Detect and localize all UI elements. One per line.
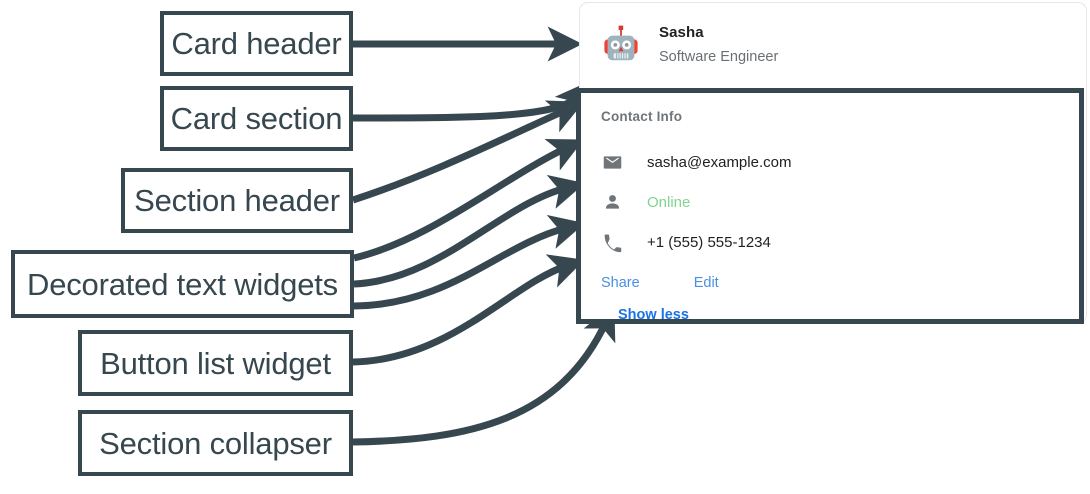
arrow-button-list [352,254,585,366]
card-header-subtitle: Software Engineer [659,48,779,65]
phone-value: +1 (555) 555-1234 [647,234,771,251]
arrow-section-collapser [352,304,616,446]
decorated-text-widget-email: sasha@example.com [601,143,1079,183]
decorated-text-widget-phone: +1 (555) 555-1234 [601,223,1079,263]
email-value: sasha@example.com [647,154,792,171]
section-header: Contact Info [601,109,683,124]
card-header-title: Sasha [659,23,704,41]
phone-icon [601,232,623,254]
robot-avatar-icon [599,23,643,67]
callout-decorated-text-widgets: Decorated text widgets [11,250,354,318]
arrow-decorated-text-phone [353,214,585,310]
callout-section-collapser-label: Section collapser [99,425,332,461]
card-header: Sasha Software Engineer [580,3,1086,87]
callout-card-header-label: Card header [171,26,342,61]
section-collapser: Show less [601,301,1079,331]
status-value: Online [647,194,691,211]
card-section: Contact Info sasha@example.com [576,88,1084,324]
edit-button[interactable]: Edit [693,275,719,292]
person-icon [601,192,623,214]
callout-section-header-label: Section header [134,183,340,218]
callout-section-header: Section header [121,168,353,233]
email-icon [601,152,623,174]
arrow-decorated-text-email [353,138,584,262]
callout-section-collapser: Section collapser [78,410,353,476]
profile-card: Sasha Software Engineer Contact Info sas… [576,2,1087,324]
callout-button-list-widget-label: Button list widget [100,345,331,381]
button-list-widget: Share Edit [601,267,1079,301]
card-header-text: Sasha Software Engineer [659,22,778,68]
callout-button-list-widget: Button list widget [78,330,353,396]
callout-decorated-text-widgets-label: Decorated text widgets [27,266,338,302]
arrow-decorated-text-status [353,174,585,288]
share-button[interactable]: Share [601,275,640,292]
callout-card-header: Card header [160,11,353,76]
show-less-button[interactable]: Show less [618,307,689,324]
callout-card-section: Card section [160,86,353,151]
decorated-text-widget-status: Online [601,183,1079,223]
callout-card-section-label: Card section [170,101,343,136]
arrow-card-section [352,80,591,122]
arrow-section-header [351,100,584,204]
